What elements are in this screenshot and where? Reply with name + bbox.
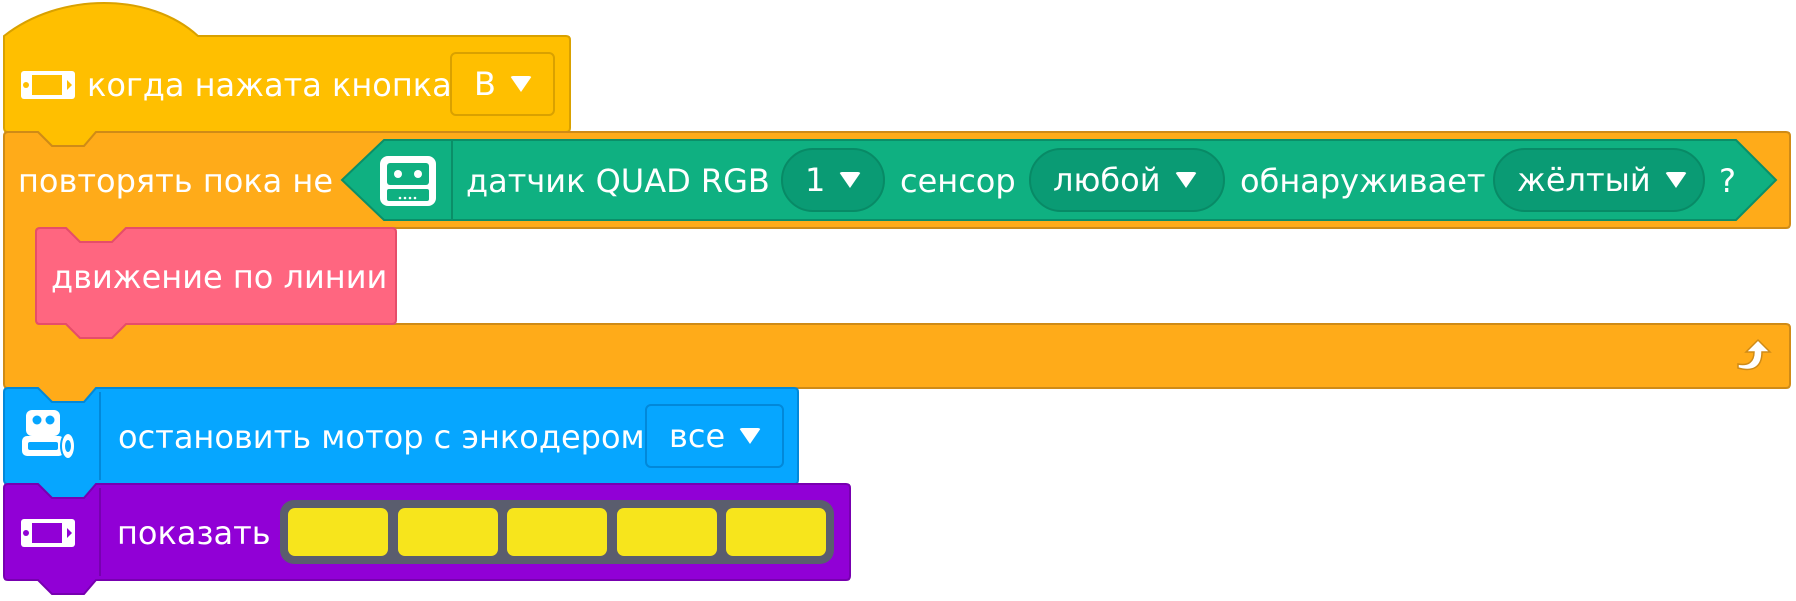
channel-dropdown[interactable]: любой	[1029, 148, 1225, 212]
channel-dropdown-value: любой	[1053, 161, 1161, 199]
chevron-down-icon	[509, 76, 532, 92]
led-cell[interactable]	[616, 508, 717, 556]
button-dropdown[interactable]: B	[450, 52, 555, 116]
event-label: когда нажата кнопка	[87, 66, 452, 104]
led-matrix-icon	[21, 71, 75, 99]
quad-rgb-sensor-icon	[380, 156, 436, 206]
chevron-down-icon	[739, 428, 762, 444]
loop-arrow-icon	[1737, 338, 1772, 371]
led-cell[interactable]	[507, 508, 607, 556]
sensor-label: датчик QUAD RGB	[466, 162, 770, 200]
led-cell[interactable]	[397, 508, 498, 556]
led-cell[interactable]	[288, 508, 388, 556]
port-dropdown-value: 1	[805, 161, 826, 199]
chevron-down-icon	[839, 172, 862, 188]
motor-dropdown[interactable]: все	[645, 404, 784, 468]
port-dropdown[interactable]: 1	[781, 148, 885, 212]
show-label: показать	[117, 514, 271, 552]
led-picker[interactable]	[280, 500, 834, 564]
line-follow-label: движение по линии	[51, 258, 388, 296]
chevron-down-icon	[1664, 172, 1687, 188]
led-matrix-icon	[21, 519, 75, 547]
detects-label: обнаруживает	[1240, 162, 1486, 200]
color-dropdown-value: жёлтый	[1517, 161, 1651, 199]
repeat-label: повторять пока не	[18, 162, 334, 200]
button-dropdown-value: B	[474, 65, 496, 103]
stop-motor-label: остановить мотор с энкодером	[118, 418, 645, 456]
question-mark: ?	[1719, 162, 1736, 200]
line-follow-block[interactable]	[35, 227, 397, 339]
channel-label: сенсор	[900, 162, 1016, 200]
chevron-down-icon	[1174, 172, 1197, 188]
color-dropdown[interactable]: жёлтый	[1493, 148, 1705, 212]
robot-motor-icon	[22, 410, 76, 460]
led-cell[interactable]	[726, 508, 826, 556]
motor-dropdown-value: все	[669, 417, 726, 455]
